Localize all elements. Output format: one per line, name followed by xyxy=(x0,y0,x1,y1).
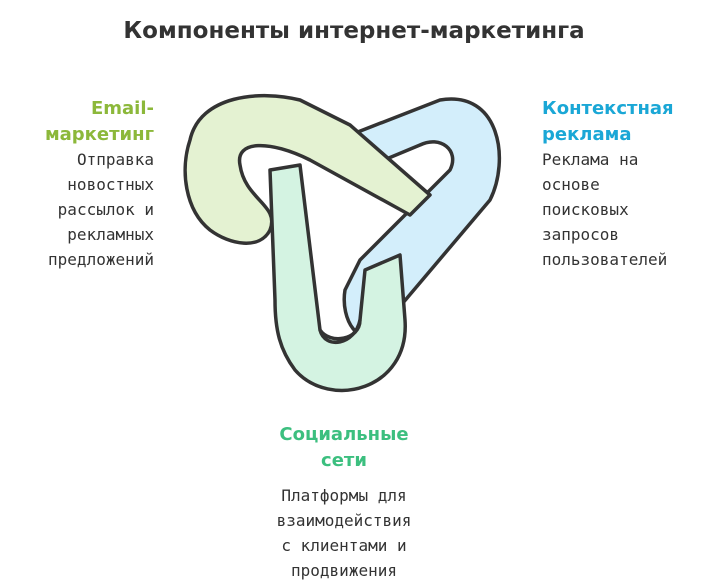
social-networks-description: Платформы для взаимодействия с клиентами… xyxy=(276,486,412,580)
knot-loop-email xyxy=(183,94,432,245)
email-marketing-description: Отправка новостных рассылок и рекламных … xyxy=(48,150,154,269)
context-ads-heading: Контекстная реклама xyxy=(542,98,674,145)
knot-loop-social xyxy=(268,163,407,393)
social-networks-heading: Социальные сети xyxy=(279,424,409,471)
context-ads-description: Реклама на основе поисковых запросов пол… xyxy=(542,150,668,269)
trefoil-knot-diagram xyxy=(183,94,502,393)
email-marketing-heading: Email- маркетинг xyxy=(44,98,154,145)
page-title: Компоненты интернет-маркетинга xyxy=(123,18,585,44)
